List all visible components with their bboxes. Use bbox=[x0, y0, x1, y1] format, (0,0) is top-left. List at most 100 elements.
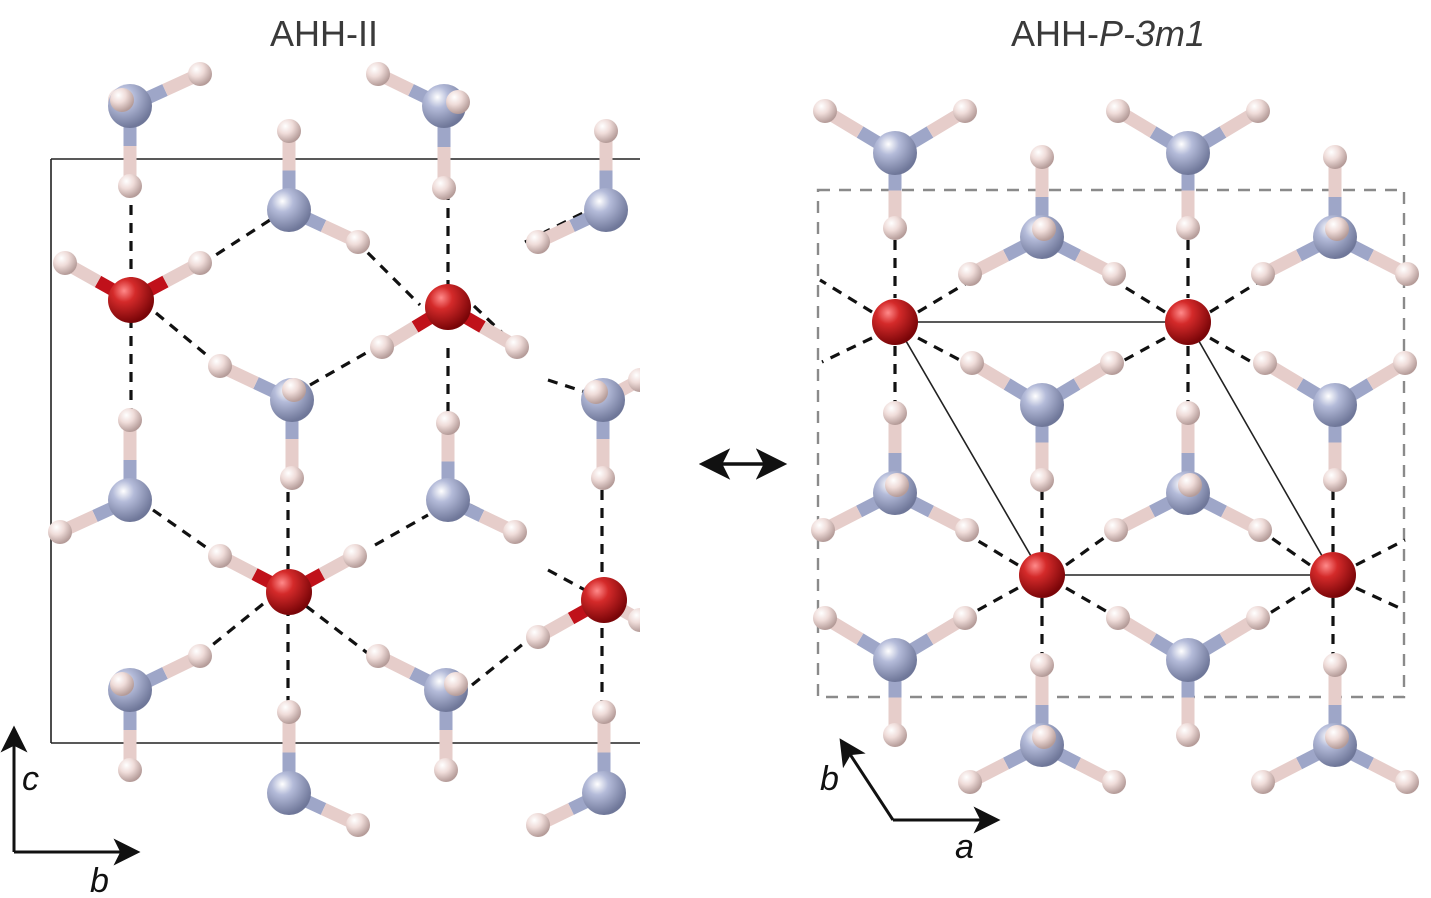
oxygen-atom bbox=[108, 277, 154, 323]
hydrogen-bond bbox=[353, 238, 422, 307]
hydrogen-atom bbox=[444, 672, 468, 696]
hydrogen-atom bbox=[1325, 217, 1349, 241]
hydrogen-atom bbox=[526, 230, 550, 254]
hydrogen-atom bbox=[277, 700, 301, 724]
hydrogen-atom bbox=[594, 119, 618, 143]
panel-ahh-p3m1 bbox=[811, 99, 1419, 794]
hydrogen-bond bbox=[152, 508, 211, 552]
hydrogen-atom bbox=[958, 770, 982, 794]
hydrogen-atom bbox=[1248, 518, 1272, 542]
hydrogen-atom bbox=[188, 62, 212, 86]
hydrogen-atom bbox=[1251, 770, 1275, 794]
axis-label-c: c bbox=[22, 760, 39, 798]
hydrogen-atom bbox=[370, 335, 394, 359]
hydrogen-atom bbox=[526, 625, 550, 649]
hydrogen-atom bbox=[503, 520, 527, 544]
ammonia-molecule bbox=[526, 119, 628, 254]
hydrogen-bond bbox=[374, 513, 429, 547]
hydrogen-atom bbox=[1032, 725, 1056, 749]
hydrogen-atom bbox=[208, 354, 232, 378]
hydrogen-atom bbox=[188, 644, 212, 668]
hydrogen-atom bbox=[1395, 262, 1419, 286]
hydrogen-atom bbox=[1030, 145, 1054, 169]
ammonia-molecule bbox=[958, 145, 1126, 286]
hydroxide-ion bbox=[370, 284, 529, 359]
hydrogen-bond bbox=[1355, 538, 1406, 567]
hydrogen-atom bbox=[208, 544, 232, 568]
hydrogen-atom bbox=[584, 380, 608, 404]
oxygen-atom bbox=[1310, 552, 1356, 598]
hydrogen-bond bbox=[305, 604, 371, 657]
hydrogen-bond bbox=[547, 568, 586, 592]
hydrogen-atom bbox=[505, 335, 529, 359]
ammonia-molecule bbox=[526, 700, 626, 837]
hydroxide-ion bbox=[1165, 299, 1211, 345]
nitrogen-atom bbox=[267, 188, 311, 232]
hydrogen-bond bbox=[198, 602, 265, 657]
ammonia-molecule bbox=[48, 408, 152, 544]
hydrogen-atom bbox=[813, 606, 837, 630]
hydrogen-atom bbox=[1102, 770, 1126, 794]
unit-cell-boundary bbox=[50, 158, 640, 744]
hydrogen-atom bbox=[346, 813, 370, 837]
hydrogen-atom bbox=[1253, 351, 1277, 375]
hydrogen-atom bbox=[343, 544, 367, 568]
hydrogen-bond bbox=[207, 218, 271, 262]
hydrogen-atom bbox=[953, 606, 977, 630]
panel-ahh-ii bbox=[48, 62, 640, 837]
axis-label-a: a bbox=[955, 828, 974, 866]
hydrogen-atom bbox=[110, 672, 134, 696]
nitrogen-atom bbox=[108, 478, 152, 522]
hydrogen-atom bbox=[366, 644, 390, 668]
hydrogen-atom bbox=[885, 473, 909, 497]
ammonia-molecule bbox=[960, 351, 1124, 492]
nitrogen-atom bbox=[873, 638, 917, 682]
hydrogen-atom bbox=[1176, 401, 1200, 425]
hydrogen-atom bbox=[1323, 468, 1347, 492]
hydrogen-atom bbox=[958, 262, 982, 286]
ammonia-molecule bbox=[1106, 606, 1270, 747]
hydrogen-atom bbox=[1178, 473, 1202, 497]
ammonia-molecule bbox=[108, 62, 212, 198]
hydrogen-atom bbox=[1104, 518, 1128, 542]
nitrogen-atom bbox=[426, 478, 470, 522]
ammonia-molecule bbox=[1251, 653, 1419, 794]
axis-label-b-left: b bbox=[90, 862, 109, 898]
hydrogen-atom bbox=[955, 518, 979, 542]
nitrogen-atom bbox=[873, 131, 917, 175]
hydrogen-atom bbox=[883, 216, 907, 240]
ammonia-molecule bbox=[813, 606, 977, 747]
hydrogen-atom bbox=[953, 99, 977, 123]
hydrogen-atom bbox=[280, 466, 304, 490]
hydrogen-atom bbox=[1395, 770, 1419, 794]
nitrogen-atom bbox=[267, 771, 311, 815]
hydrogen-atom bbox=[960, 351, 984, 375]
ammonia-molecule bbox=[811, 401, 979, 542]
oxygen-atom bbox=[1019, 552, 1065, 598]
ammonia-molecule bbox=[366, 644, 468, 782]
hydrogen-bond bbox=[547, 378, 586, 394]
hydrogen-atom bbox=[1325, 725, 1349, 749]
axes-right: b a bbox=[820, 738, 1001, 866]
panel-title-ahh-ii: AHH-II bbox=[270, 13, 378, 54]
hydrogen-atom bbox=[1106, 99, 1130, 123]
hydrogen-atom bbox=[1323, 145, 1347, 169]
hydrogen-bond bbox=[821, 336, 873, 364]
axis-label-b-right: b bbox=[820, 760, 839, 798]
hydrogen-atom bbox=[592, 700, 616, 724]
molecules bbox=[48, 62, 640, 837]
hydrogen-atom bbox=[591, 466, 615, 490]
hydrogen-atom bbox=[1100, 351, 1124, 375]
hydrogen-bond bbox=[472, 304, 519, 349]
hydrogen-bond bbox=[524, 210, 586, 244]
axes-left: c b bbox=[0, 725, 141, 898]
hydrogen-atom bbox=[434, 758, 458, 782]
hydrogen-atom bbox=[1323, 653, 1347, 677]
ammonia-molecule bbox=[426, 411, 527, 544]
hydroxide-ion bbox=[208, 544, 367, 615]
hydrogen-atom bbox=[53, 251, 77, 275]
hydrogen-atom bbox=[1246, 99, 1270, 123]
oxygen-atom bbox=[425, 284, 471, 330]
hydroxide-ion bbox=[872, 299, 918, 345]
